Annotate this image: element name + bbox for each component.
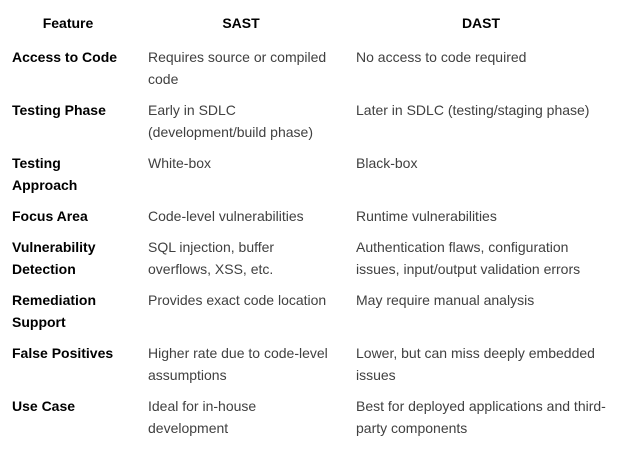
sast-cell: Early in SDLC (development/build phase) bbox=[148, 102, 313, 140]
comparison-page: Feature SAST DAST Access to Code Require… bbox=[0, 12, 625, 463]
table-row-testing-approach: Testing Approach White-box Black-box bbox=[12, 152, 606, 205]
column-header-sast: SAST bbox=[222, 15, 260, 31]
feature-label: Access to Code bbox=[12, 49, 118, 65]
sast-cell: SQL injection, buffer overflows, XSS, et… bbox=[148, 239, 275, 277]
dast-cell: May require manual analysis bbox=[356, 292, 535, 308]
sast-cell: Requires source or compiled code bbox=[148, 49, 327, 87]
table-row-testing-phase: Testing Phase Early in SDLC (development… bbox=[12, 99, 606, 152]
table-row-access-to-code: Access to Code Requires source or compil… bbox=[12, 46, 606, 99]
sast-cell: Ideal for in-house development bbox=[148, 398, 257, 436]
feature-label: Vulnerability Detection bbox=[12, 239, 96, 277]
column-header-feature: Feature bbox=[42, 15, 94, 31]
sast-cell: Code-level vulnerabilities bbox=[148, 208, 304, 224]
dast-cell: Runtime vulnerabilities bbox=[356, 208, 497, 224]
dast-cell: Authentication flaws, configuration issu… bbox=[356, 239, 581, 277]
feature-label: False Positives bbox=[12, 345, 114, 361]
dast-cell: Later in SDLC (testing/staging phase) bbox=[356, 102, 590, 118]
sast-dast-comparison-table: Feature SAST DAST Access to Code Require… bbox=[12, 12, 606, 448]
sast-cell: White-box bbox=[148, 155, 212, 171]
dast-cell: Best for deployed applications and third… bbox=[356, 398, 606, 436]
column-header-dast: DAST bbox=[461, 15, 501, 31]
feature-label: Testing Phase bbox=[12, 102, 106, 118]
dast-cell: Lower, but can miss deeply embedded issu… bbox=[356, 345, 595, 383]
feature-label: Remediation Support bbox=[12, 292, 97, 330]
header-row: Feature SAST DAST bbox=[12, 12, 606, 46]
table-row-vulnerability-detection: Vulnerability Detection SQL injection, b… bbox=[12, 236, 606, 289]
table-row-remediation-support: Remediation Support Provides exact code … bbox=[12, 289, 606, 342]
dast-cell: Black-box bbox=[356, 155, 418, 171]
dast-cell: No access to code required bbox=[356, 49, 527, 65]
feature-label: Testing Approach bbox=[12, 155, 78, 193]
table-row-use-case: Use Case Ideal for in-house development … bbox=[12, 395, 606, 448]
table-row-false-positives: False Positives Higher rate due to code-… bbox=[12, 342, 606, 395]
feature-label: Focus Area bbox=[12, 208, 88, 224]
feature-label: Use Case bbox=[12, 398, 76, 414]
sast-cell: Higher rate due to code-level assumption… bbox=[148, 345, 328, 383]
table-row-focus-area: Focus Area Code-level vulnerabilities Ru… bbox=[12, 205, 606, 236]
sast-cell: Provides exact code location bbox=[148, 292, 327, 308]
